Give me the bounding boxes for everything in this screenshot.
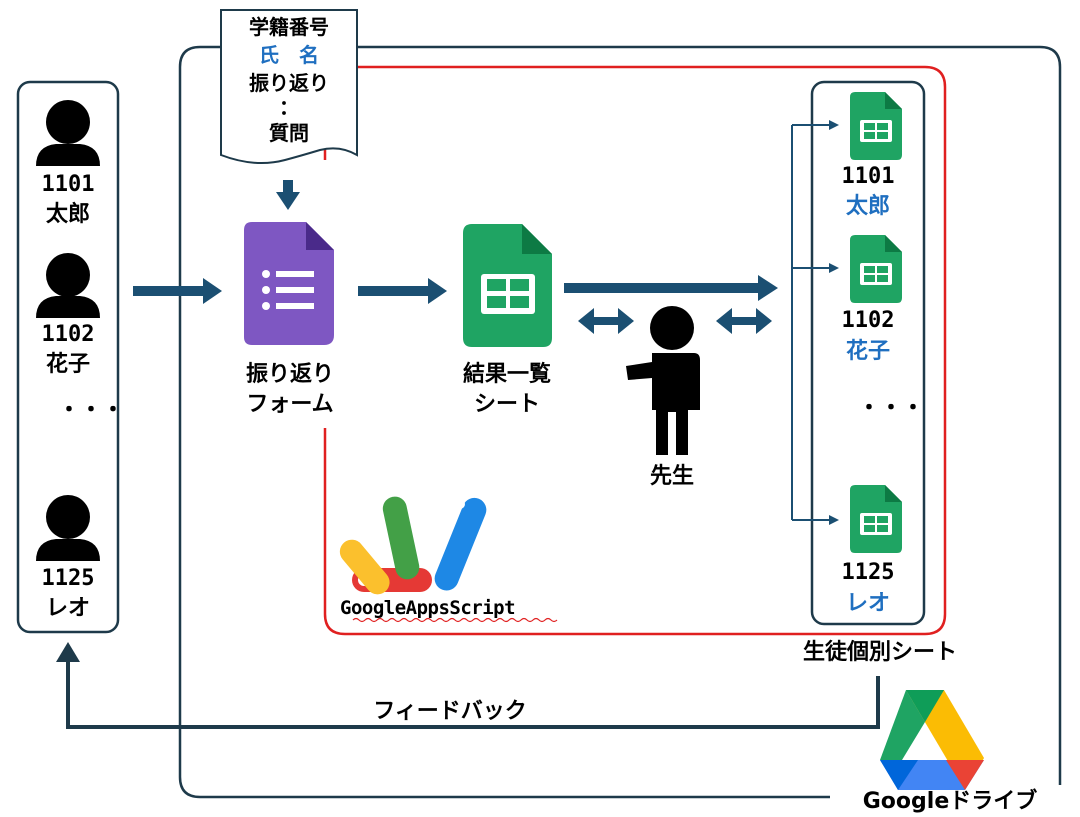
student-name-3: レオ (45, 596, 90, 621)
form-item-name: 氏 名 (259, 43, 319, 67)
teacher-label: 先生 (649, 464, 694, 489)
feedback-label: フィードバック (373, 699, 527, 724)
individual-sheet-name-3: レオ (845, 591, 890, 616)
form-item-colon: ： (279, 95, 299, 119)
individual-sheets-box (810, 80, 926, 626)
individual-sheet-id-1: 1101 (841, 164, 895, 189)
gas-label: GoogleAppsScript (340, 597, 516, 619)
student-sheet-icon-1 (850, 92, 902, 160)
flow-arrow-form-to-sheet (358, 278, 447, 304)
gas-label-underline (352, 617, 558, 623)
student-id-2: 1102 (41, 322, 95, 347)
double-arrow-teacher-individual (716, 308, 772, 334)
student-name-2: 花子 (45, 352, 90, 377)
student-id-3: 1125 (41, 566, 95, 591)
student-avatar-3 (36, 495, 100, 561)
teacher-figure (626, 306, 700, 455)
form-items-document (220, 9, 358, 164)
form-item-student-number: 学籍番号 (249, 15, 329, 39)
google-drive-boundary (178, 45, 1062, 799)
form-item-reflection: 振り返り (249, 71, 329, 95)
result-sheet-label-line1: 結果一覧 (462, 362, 551, 387)
student-name-1: 太郎 (45, 202, 90, 227)
student-avatar-2 (36, 253, 100, 318)
individual-sheet-id-3: 1125 (841, 560, 895, 585)
feedback-arrow (66, 652, 880, 729)
google-drive-logo (880, 690, 984, 790)
student-id-1: 1101 (41, 172, 95, 197)
result-sheet-icon (463, 224, 552, 347)
student-avatar-1 (36, 100, 100, 166)
branch-connector (791, 120, 839, 525)
result-sheet-label-line2: シート (473, 392, 540, 417)
google-apps-script-logo (339, 496, 487, 595)
feedback-arrowhead (56, 642, 80, 662)
form-label-line2: フォーム (246, 392, 334, 417)
students-box (16, 80, 120, 634)
flow-arrow-students-to-form (133, 278, 222, 304)
individual-sheet-name-2: 花子 (845, 339, 890, 364)
form-item-question: 質問 (269, 121, 309, 145)
google-forms-icon (244, 222, 334, 345)
individual-sheets-ellipsis: ・・・ (858, 396, 925, 421)
student-sheet-icon-2 (850, 235, 902, 303)
student-sheet-icon-3 (850, 485, 902, 553)
form-label-line1: 振り返り (245, 362, 334, 387)
individual-sheet-id-2: 1102 (841, 308, 895, 333)
double-arrow-sheet-teacher (578, 308, 634, 334)
flow-arrow-sheet-to-individual (564, 275, 778, 301)
google-drive-label: Googleドライブ (862, 789, 1038, 814)
individual-sheet-name-1: 太郎 (845, 194, 890, 219)
students-ellipsis: ・・・ (58, 398, 125, 423)
individual-sheets-label: 生徒個別シート (802, 640, 957, 665)
flow-arrow-doc-to-form (276, 180, 300, 210)
